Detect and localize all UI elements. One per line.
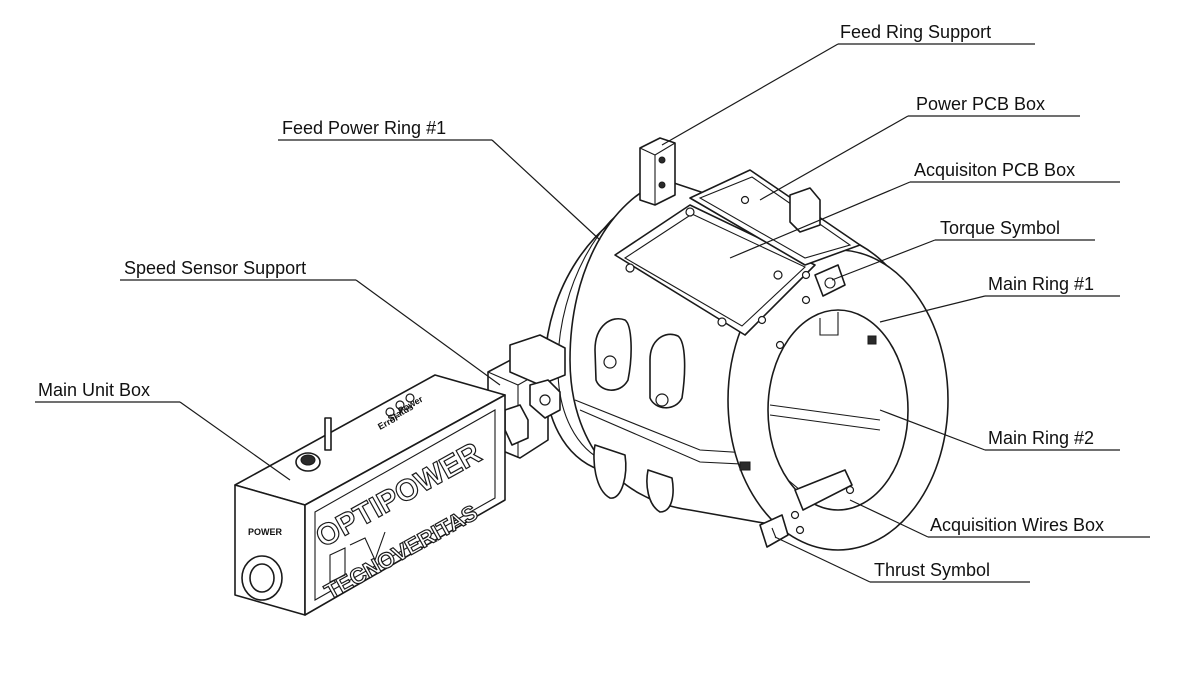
main-ring-bore (767, 309, 909, 511)
thrust-symbol (759, 514, 789, 548)
label-acquisition-wires-box: Acquisition Wires Box (930, 515, 1104, 535)
main-unit-box: OPTIPOWER TECNOVERITAS POWER Error Statu… (234, 374, 506, 616)
power-label: POWER (248, 527, 283, 537)
label-main-ring-2: Main Ring #2 (988, 428, 1094, 448)
label-power-pcb-box: Power PCB Box (916, 94, 1045, 114)
callout-labels: Feed Ring Support Power PCB Box Feed Pow… (38, 22, 1104, 580)
label-feed-ring-support: Feed Ring Support (840, 22, 991, 42)
feed-ring-support (639, 137, 676, 206)
acquisition-pcb-box (614, 204, 816, 336)
antenna (324, 417, 332, 451)
label-main-ring-1: Main Ring #1 (988, 274, 1094, 294)
label-thrust-symbol: Thrust Symbol (874, 560, 990, 580)
label-main-unit-box: Main Unit Box (38, 380, 150, 400)
label-feed-power-ring: Feed Power Ring #1 (282, 118, 446, 138)
torque-symbol (814, 264, 846, 297)
acquisition-wires-box (794, 469, 853, 511)
ring-assembly (544, 137, 949, 551)
label-acquisition-pcb-box: Acquisiton PCB Box (914, 160, 1075, 180)
label-torque-symbol: Torque Symbol (940, 218, 1060, 238)
leader-lines (35, 43, 1150, 583)
label-speed-sensor-support: Speed Sensor Support (124, 258, 306, 278)
